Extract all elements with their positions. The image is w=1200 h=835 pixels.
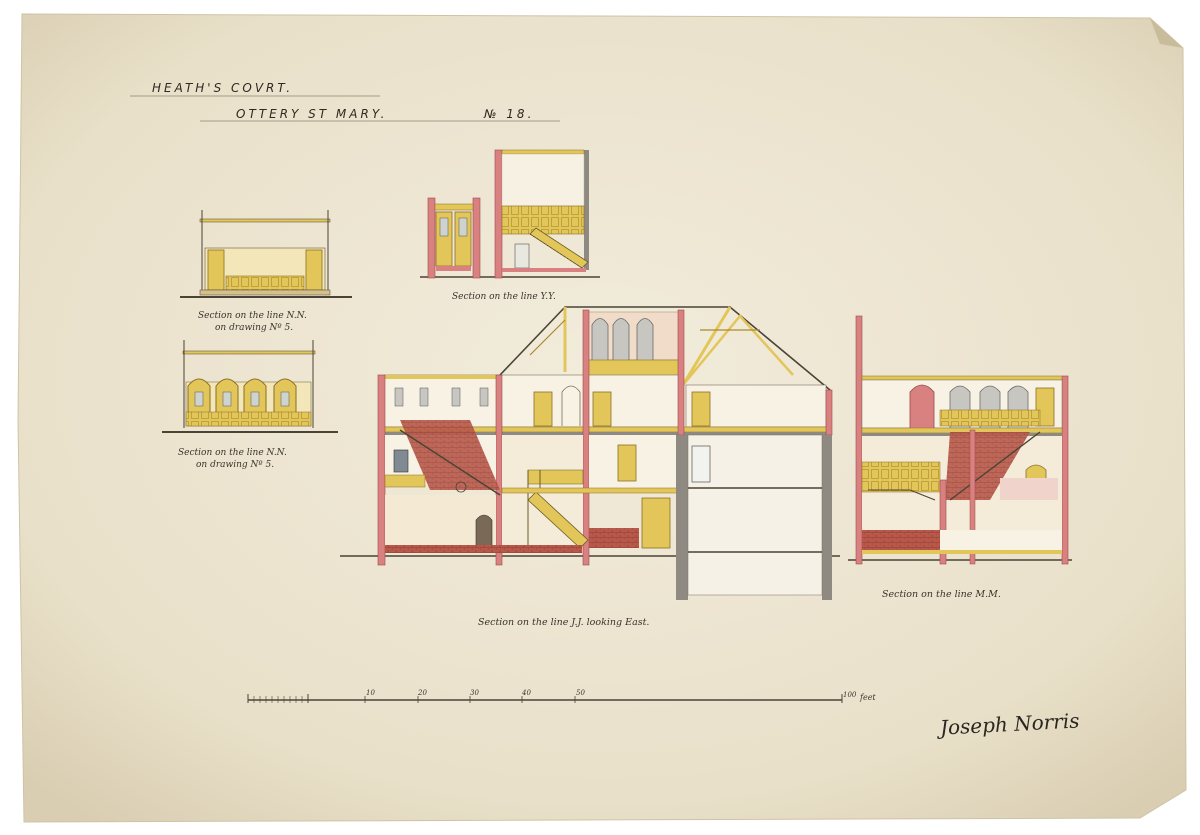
title-line2: OTTERY ST MARY. bbox=[236, 107, 387, 121]
scale-tick-30: 30 bbox=[470, 689, 479, 697]
section-yy bbox=[420, 149, 600, 279]
section-mm bbox=[848, 315, 1072, 565]
drawing-number: № 18. bbox=[483, 107, 534, 121]
scale-tick-50: 50 bbox=[576, 689, 585, 697]
scale-bar bbox=[247, 694, 843, 703]
scale-tick-40: 40 bbox=[521, 689, 531, 697]
label-nn-upper-line1: Section on the line N.N. bbox=[198, 311, 307, 321]
scale-tick-20: 20 bbox=[417, 689, 427, 697]
title-block: HEATH'S COVRT. OTTERY ST MARY. № 18. bbox=[130, 81, 560, 122]
scale-unit: feet bbox=[859, 693, 876, 702]
scale-tick-10: 10 bbox=[366, 689, 375, 697]
section-jj bbox=[340, 306, 840, 600]
title-line1: HEATH'S COVRT. bbox=[152, 81, 293, 95]
section-nn-lower bbox=[162, 340, 338, 433]
label-nn-lower-line2: on drawing Nº 5. bbox=[196, 460, 274, 470]
label-nn-upper-line2: on drawing Nº 5. bbox=[215, 323, 293, 333]
scale-tick-100: 100 bbox=[843, 691, 857, 699]
folded-corner bbox=[1150, 18, 1183, 48]
label-mm: Section on the line M.M. bbox=[882, 589, 1001, 600]
section-nn-upper bbox=[180, 210, 352, 298]
label-jj: Section on the line J.J. looking East. bbox=[478, 617, 649, 628]
label-yy: Section on the line Y.Y. bbox=[452, 292, 556, 302]
label-nn-lower-line1: Section on the line N.N. bbox=[178, 448, 287, 458]
